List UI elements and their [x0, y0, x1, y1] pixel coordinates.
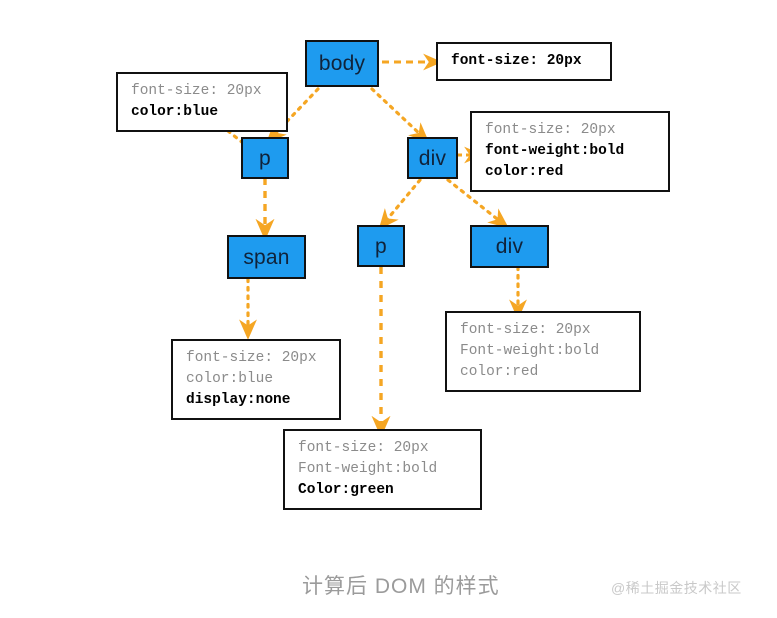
arrow-div-top-to-p-mid	[378, 178, 422, 230]
node-div-right[interactable]: div	[470, 225, 549, 268]
node-span-label: span	[243, 245, 290, 269]
annotation-p-mid-line-2: Font-weight:bold	[298, 461, 438, 478]
diagram-caption: 计算后 DOM 的样式	[302, 575, 500, 598]
annotation-div-top-line-1: font-size: 20px	[485, 122, 616, 138]
node-div-right-label: div	[495, 235, 524, 258]
annotation-div-top-line-3: color:red	[485, 164, 564, 181]
annotation-span-line-2: color:blue	[186, 371, 274, 388]
arrow-body-to-div-top	[370, 87, 430, 143]
annotation-div-right-line-1: font-size: 20px	[460, 322, 591, 338]
node-p-mid-label: p	[375, 234, 387, 258]
annotation-p-mid: font-size: 20px Font-weight:bold Color:g…	[283, 429, 482, 511]
annotation-p-left-line-2: color:blue	[131, 104, 219, 121]
annotation-p-mid-line-1: font-size: 20px	[298, 440, 429, 456]
annotation-span: font-size: 20px color:blue display:none	[171, 339, 341, 421]
node-p-left-label: p	[259, 146, 271, 170]
annotation-span-line-3: display:none	[186, 392, 291, 409]
annotation-p-left-line-1: font-size: 20px	[131, 83, 262, 99]
watermark: @稀土掘金技术社区	[611, 580, 742, 596]
annotation-body: font-size: 20px	[436, 42, 612, 82]
annotation-body-line-1: font-size: 20px	[451, 53, 582, 69]
annotation-span-line-1: font-size: 20px	[186, 350, 317, 366]
annotation-div-top-line-2: font-weight:bold	[485, 143, 625, 160]
annotation-p-left: font-size: 20px color:blue	[116, 72, 288, 133]
annotation-div-top: font-size: 20px font-weight:bold color:r…	[470, 111, 670, 193]
node-div-top[interactable]: div	[407, 137, 458, 179]
annotation-div-right-line-2: Font-weight:bold	[460, 343, 600, 360]
annotation-div-right: font-size: 20px Font-weight:bold color:r…	[445, 311, 641, 393]
node-div-top-label: div	[418, 146, 447, 170]
annotation-div-right-line-3: color:red	[460, 364, 539, 381]
annotation-p-mid-line-3: Color:green	[298, 482, 394, 499]
node-body-label: body	[318, 52, 366, 75]
node-p-left[interactable]: p	[241, 137, 289, 179]
node-p-mid[interactable]: p	[357, 225, 405, 267]
node-span[interactable]: span	[227, 235, 306, 279]
node-body[interactable]: body	[305, 40, 379, 87]
